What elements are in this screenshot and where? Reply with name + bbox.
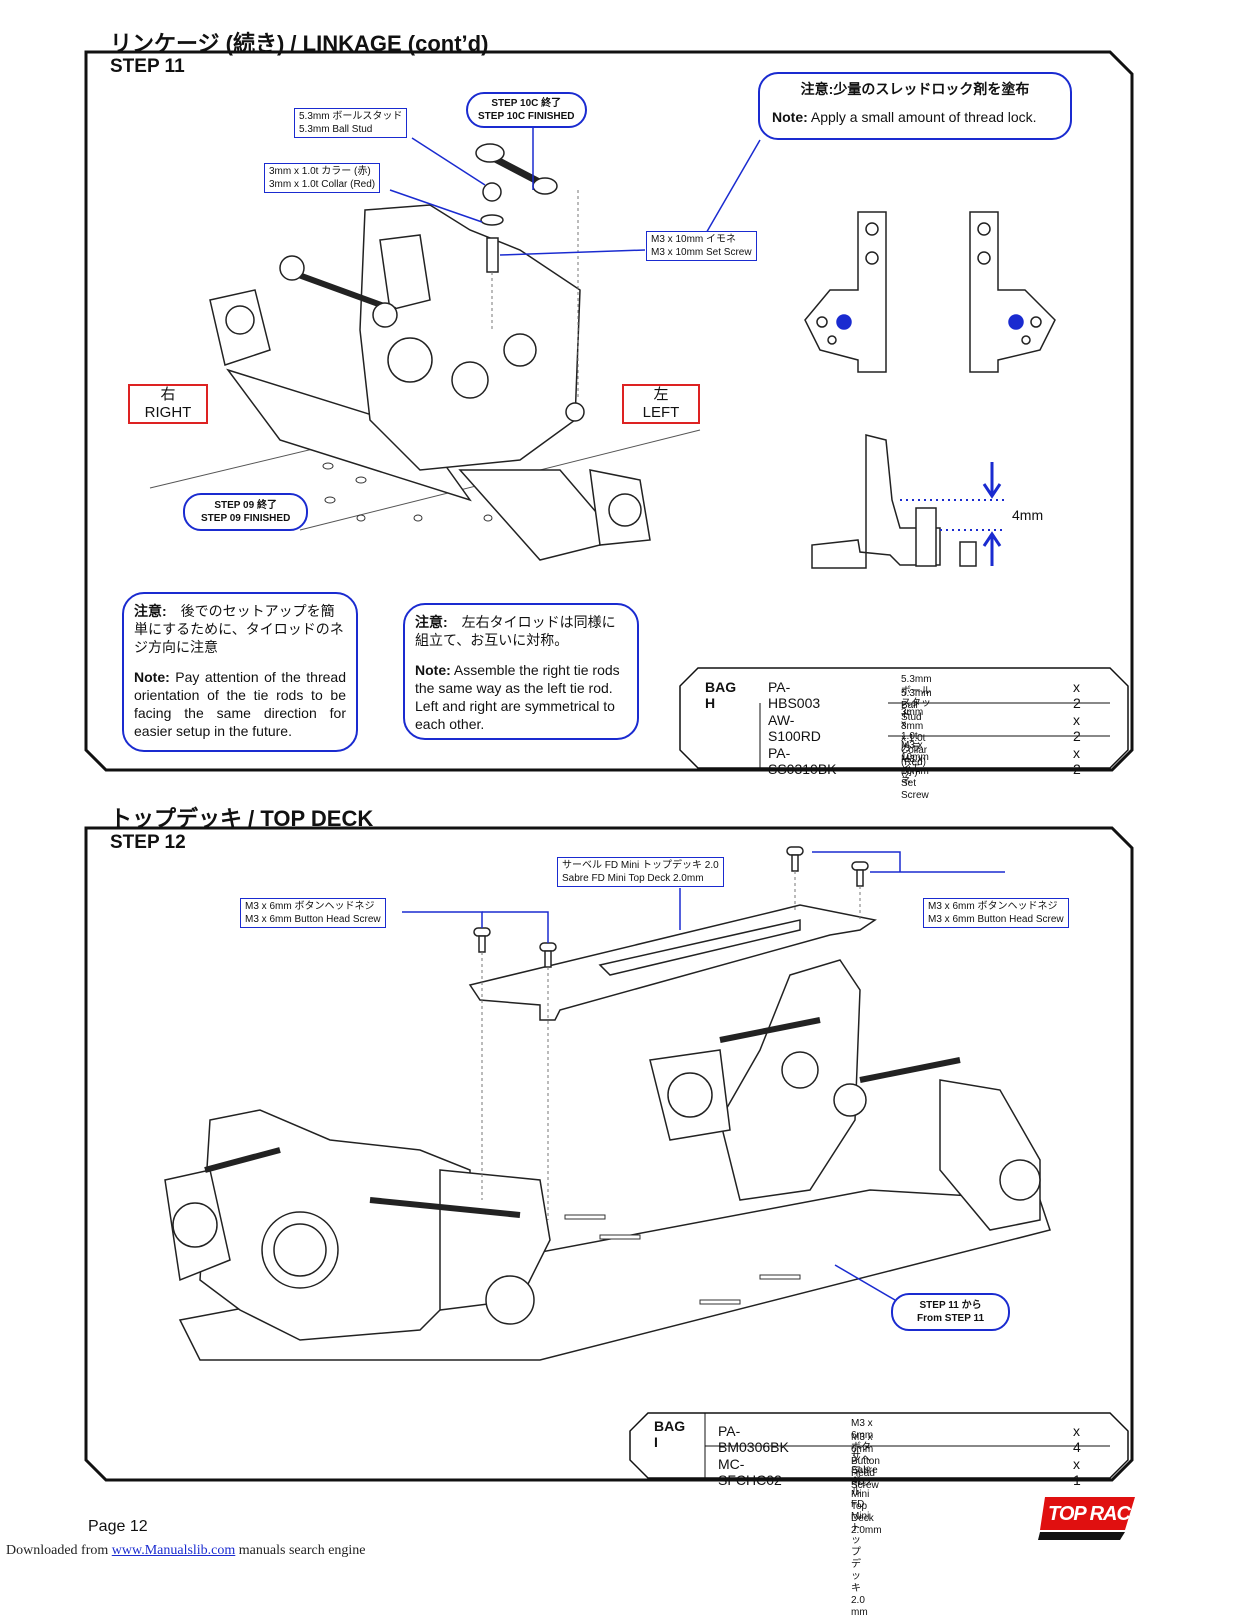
collar-callout: 3mm x 1.0t カラー (赤) 3mm x 1.0t Collar (Re… [264,163,381,193]
bag-h-row2-code: AW-S100RD [768,712,821,744]
note-mid-en: Assemble the right tie rods the same way… [415,662,620,732]
screw-right-label-jp: M3 x 6mm ボタンヘッドネジ [928,901,1058,912]
collar-label-en: 3mm x 1.0t Collar (Red) [269,179,376,190]
step-label-12: STEP 12 [110,832,186,853]
knuckle-detail-drawing [804,211,1056,373]
page-number: Page 12 [88,1518,148,1535]
bag-i-row1-en: M3 x 6mm Button Head Screw [851,1432,880,1491]
screw-callout-right: M3 x 6mm ボタンヘッドネジ M3 x 6mm Button Head S… [923,898,1069,928]
bag-i-row2-qty: x 1 [1073,1456,1081,1488]
step09-finished-badge: STEP 09 終了 STEP 09 FINISHED [183,493,309,531]
step09-label-en: STEP 09 FINISHED [201,513,291,524]
step11-assembly-drawing [149,143,701,561]
bag-i-table [629,1412,1129,1479]
bag-h-row3-qty: x 2 [1073,745,1081,777]
download-prefix: Downloaded from [6,1543,112,1558]
dimension-4mm: 4mm [1012,507,1044,523]
note-left-jp-bold: 注意: [134,603,167,619]
bag-h-table [679,667,1129,769]
set-screw-label-en: M3 x 10mm Set Screw [651,247,752,258]
tie-rod-orientation-note: 注意: 後でのセットアップを簡単にするために、タイロッドのネジ方向に注意 Not… [122,592,358,752]
set-screw-callout: M3 x 10mm イモネ M3 x 10mm Set Screw [646,231,757,261]
right-side-label: 右 RIGHT [128,384,208,424]
step11-guide-lines [491,190,579,400]
top-deck-label-jp: サーベル FD Mini トップデッキ 2.0 [562,860,719,871]
right-label-en: RIGHT [144,404,192,421]
bag-h-row1-qty: x 2 [1073,679,1081,711]
ball-stud-label-jp: 5.3mm ボールスタッド [299,111,403,122]
from-step11-label-jp: STEP 11 から [919,1300,982,1311]
bag-i-row1-qty: x 4 [1073,1423,1081,1455]
step-label-11: STEP 11 [110,56,185,77]
ball-stud-callout: 5.3mm ボールスタッド 5.3mm Ball Stud [294,108,408,138]
step12-guide-lines [481,871,861,1220]
bag-h-row2-jp: 3mm x 1.0t カラー (赤) [901,707,924,778]
from-step11-label-en: From STEP 11 [917,1313,985,1324]
button-head-screws [473,846,869,968]
left-side-label: 左 LEFT [622,384,700,424]
left-label-en: LEFT [642,404,680,421]
tie-rod-symmetry-note: 注意: 左右タイロッドは同様に組立て、お互いに対称。 Note: Assembl… [403,603,639,740]
download-footer: Downloaded from www.Manualslib.com manua… [6,1543,366,1559]
bag-i-row1-jp: M3 x 6mm ボタンヘッドネジ [851,1418,874,1489]
top-racing-logo [1038,1497,1135,1540]
manualslib-link[interactable]: www.Manualslib.com [111,1543,236,1558]
bag-i-row2-code: MC-SFCHC02 [718,1456,782,1488]
section-title-top-deck: トップデッキ / TOP DECK [110,806,374,831]
thread-lock-note-jp: 注意:少量のスレッドロック剤を塗布 [800,81,1030,97]
bag-i-row2-en: Sabre FD Mini Top Deck 2.0mm [851,1465,882,1536]
step09-label-jp: STEP 09 終了 [214,500,277,511]
bag-h-row3-en: M3 x 10mm Set Screw [901,754,929,801]
note-left-en-bold: Note: [134,669,170,685]
top-deck-callout: サーベル FD Mini トップデッキ 2.0 Sabre FD Mini To… [557,857,724,887]
thread-lock-note: 注意:少量のスレッドロック剤を塗布 Note: Apply a small am… [758,72,1072,140]
step11-leader-lines [389,125,761,256]
left-label-jp: 左 [653,386,669,403]
collar-label-jp: 3mm x 1.0t カラー (赤) [269,166,371,177]
height-detail-drawing [811,434,977,569]
right-label-jp: 右 [160,386,176,403]
screw-right-label-en: M3 x 6mm Button Head Screw [928,914,1064,925]
bag-i-row1-code: PA-BM0306BK [718,1423,789,1455]
ball-stud-label-en: 5.3mm Ball Stud [299,124,373,135]
screw-left-label-en: M3 x 6mm Button Head Screw [245,914,381,925]
download-suffix: manuals search engine [235,1543,366,1558]
step10c-label-jp: STEP 10C 終了 [491,98,562,109]
note-left-jp: 後でのセットアップを簡単にするために、タイロッドのネジ方向に注意 [134,603,344,655]
thread-lock-note-en: Apply a small amount of thread lock. [807,109,1037,125]
dimension-arrows [900,462,1005,566]
note-left-en: Pay attention of the thread orientation … [134,669,346,739]
set-screw-label-jp: M3 x 10mm イモネ [651,234,737,245]
bag-h-row2-en: 3mm x 1.0t Collar (Red) [901,721,928,768]
screw-left-label-jp: M3 x 6mm ボタンヘッドネジ [245,901,375,912]
bag-h-row1-code: PA-HBS003 [768,679,821,711]
bag-h-row1-jp: 5.3mm ボールスタッド [901,674,932,721]
thread-lock-note-en-bold: Note: [772,109,808,125]
bag-h-row3-code: PA-SS0310BK [768,745,837,777]
note-mid-jp: 左右タイロッドは同様に組立て、お互いに対称。 [415,614,616,648]
logo-text: TOP RACING [1048,1503,1163,1525]
step11-frame [84,50,1134,772]
step10c-label-en: STEP 10C FINISHED [478,111,575,122]
bag-h-row1-en: 5.3mm Ball Stud [901,688,932,723]
note-mid-jp-bold: 注意: [415,614,448,630]
bag-h-row2-qty: x 2 [1073,712,1081,744]
top-deck-label-en: Sabre FD Mini Top Deck 2.0mm [562,873,704,884]
bag-h-row3-jp: M3 x 10mm イモネ [901,740,929,787]
step12-frame [84,826,1134,1482]
note-mid-en-bold: Note: [415,662,451,678]
step12-assembly-drawing [164,846,1051,1361]
step12-leader-lines [402,851,1005,1301]
step10c-finished-badge: STEP 10C 終了 STEP 10C FINISHED [466,92,587,128]
bag-i-name: BAG I [654,1418,686,1450]
from-step11-badge: STEP 11 から From STEP 11 [891,1293,1011,1331]
bag-h-name: BAG H [705,679,737,711]
screw-callout-left: M3 x 6mm ボタンヘッドネジ M3 x 6mm Button Head S… [240,898,386,928]
